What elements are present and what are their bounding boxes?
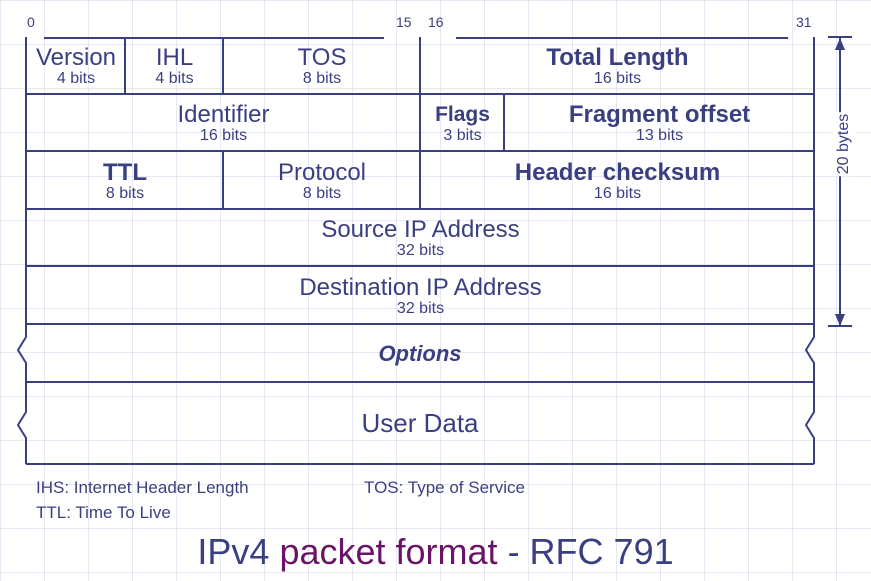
legend-tos: TOS: Type of Service <box>364 478 525 497</box>
field-name: TTL <box>103 158 147 186</box>
field-name: TOS <box>297 44 347 71</box>
field-bits: 13 bits <box>635 127 684 144</box>
field-name: Flags <box>435 103 490 126</box>
field-name: Destination IP Address <box>299 273 542 301</box>
field-identifier: Identifier 16 bits <box>27 95 420 151</box>
field-name: Version <box>35 44 117 71</box>
field-user-data: User Data <box>30 383 810 464</box>
field-name: Header checksum <box>514 158 721 186</box>
field-name: IHL <box>155 44 194 71</box>
field-fragment-offset: Fragment offset 13 bits <box>505 95 814 151</box>
field-source-ip: Source IP Address 32 bits <box>27 210 814 266</box>
field-name: Identifier <box>177 101 270 128</box>
field-bits: 4 bits <box>56 70 96 87</box>
field-name: Protocol <box>277 158 367 186</box>
bit-label-31: 31 <box>796 14 812 30</box>
title-part-2: packet format <box>279 531 498 572</box>
field-bits: 8 bits <box>105 184 145 202</box>
legend-ihs: IHS: Internet Header Length <box>36 478 249 497</box>
field-name: User Data <box>361 408 479 438</box>
field-header-checksum: Header checksum 16 bits <box>421 152 814 209</box>
field-total-length: Total Length 16 bits <box>421 38 814 94</box>
field-bits: 32 bits <box>396 299 445 317</box>
field-flags: Flags 3 bits <box>421 95 504 151</box>
field-version: Version 4 bits <box>27 38 125 94</box>
field-ihl: IHL 4 bits <box>126 38 223 94</box>
field-protocol: Protocol 8 bits <box>224 152 420 209</box>
diagram-title: IPv4 packet format - RFC 791 <box>0 530 871 574</box>
field-bits: 8 bits <box>302 70 342 87</box>
field-bits: 4 bits <box>155 70 194 87</box>
field-destination-ip: Destination IP Address 32 bits <box>27 267 814 324</box>
field-tos: TOS 8 bits <box>224 38 420 94</box>
bit-ruler-right <box>456 37 788 39</box>
field-name: Total Length <box>546 44 689 71</box>
bit-label-15: 15 <box>396 14 412 30</box>
field-bits: 16 bits <box>593 70 642 87</box>
bit-ruler-left <box>44 37 384 39</box>
field-bits: 16 bits <box>199 127 248 144</box>
field-name: Fragment offset <box>568 101 751 128</box>
title-part-3: - RFC 791 <box>507 531 674 572</box>
field-options: Options <box>30 325 810 382</box>
field-name: Options <box>378 341 462 366</box>
title-part-1: IPv4 <box>197 531 270 572</box>
field-bits: 8 bits <box>302 184 342 202</box>
field-bits: 16 bits <box>593 184 642 202</box>
bit-label-16: 16 <box>428 14 444 30</box>
field-name: Source IP Address <box>321 216 520 243</box>
field-ttl: TTL 8 bits <box>27 152 223 209</box>
field-bits: 3 bits <box>443 127 482 144</box>
field-bits: 32 bits <box>396 242 445 259</box>
legend-ttl: TTL: Time To Live <box>36 503 171 522</box>
bit-label-0: 0 <box>27 14 35 30</box>
